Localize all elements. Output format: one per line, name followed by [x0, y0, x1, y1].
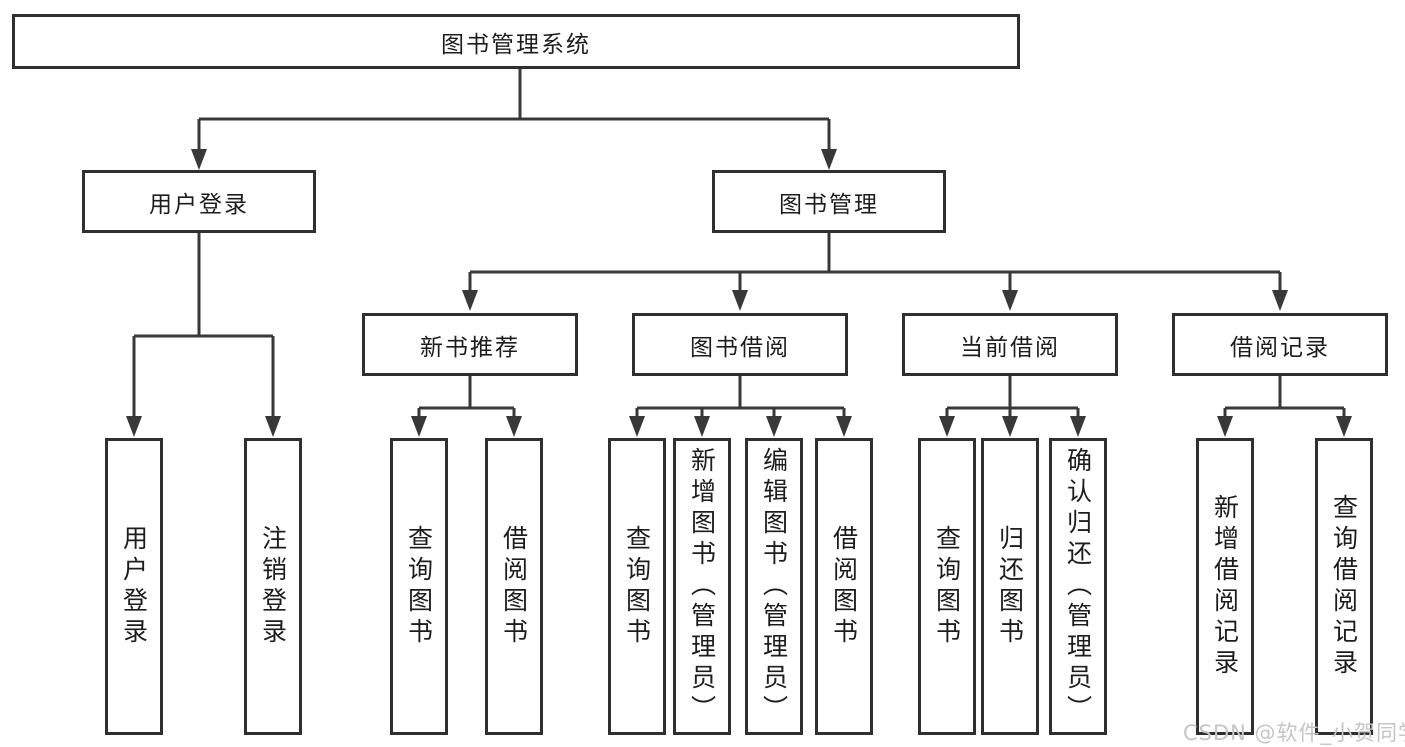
arrowhead-leaf-user-login — [126, 416, 142, 437]
node-leaf-confirm-return-admin-label: 确认归还（管理员） — [1063, 447, 1093, 726]
arrowhead-current-borrowing — [1002, 290, 1018, 311]
node-book-borrowing-label: 图书借阅 — [690, 334, 790, 361]
connector-book-management-children — [468, 233, 1282, 292]
arrowhead-leaf-add-books-admin — [694, 416, 710, 437]
node-leaf-add-borrow-record: 新增借阅记录 — [1196, 438, 1254, 735]
arrowhead-user-login — [191, 149, 207, 170]
arrowhead-leaf-add-borrow-record — [1217, 416, 1233, 437]
arrowhead-leaf-confirm-return-admin — [1070, 416, 1086, 437]
arrowhead-leaf-search-books-recommend — [411, 416, 427, 437]
node-leaf-search-books-borrowing: 查询图书 — [608, 438, 666, 735]
node-leaf-search-books-borrowing-label: 查询图书 — [622, 524, 652, 649]
node-current-borrowing: 当前借阅 — [902, 313, 1118, 376]
node-book-borrowing: 图书借阅 — [632, 313, 848, 376]
node-leaf-add-books-admin: 新增图书（管理员） — [673, 438, 731, 735]
arrowhead-new-book-recommendation — [462, 290, 478, 311]
node-leaf-add-borrow-record-label: 新增借阅记录 — [1210, 493, 1240, 680]
node-leaf-return-books: 归还图书 — [981, 438, 1039, 735]
node-leaf-borrow-books-recommend: 借阅图书 — [485, 438, 543, 735]
node-leaf-edit-books-admin-label: 编辑图书（管理员） — [759, 447, 789, 726]
node-book-management: 图书管理 — [712, 170, 946, 233]
arrowhead-borrowing-records — [1272, 290, 1288, 311]
arrowhead-book-management — [821, 149, 837, 170]
node-leaf-confirm-return-admin: 确认归还（管理员） — [1049, 438, 1107, 735]
connector-borrowing-records-children — [1223, 376, 1346, 418]
node-book-management-label: 图书管理 — [779, 191, 879, 218]
arrowhead-leaf-return-books — [1002, 416, 1018, 437]
node-leaf-logout: 注销登录 — [244, 438, 302, 735]
connector-new-book-recommendation-children — [417, 376, 516, 418]
node-leaf-user-login: 用户登录 — [105, 438, 163, 735]
connector-current-borrowing-children — [945, 376, 1080, 418]
node-user-login-label: 用户登录 — [149, 191, 249, 218]
node-leaf-borrow-books-recommend-label: 借阅图书 — [499, 524, 529, 649]
node-leaf-search-borrow-record: 查询借阅记录 — [1315, 438, 1373, 735]
node-leaf-add-books-admin-label: 新增图书（管理员） — [687, 447, 717, 726]
node-leaf-search-books-recommend: 查询图书 — [390, 438, 448, 735]
node-leaf-edit-books-admin: 编辑图书（管理员） — [745, 438, 803, 735]
node-leaf-search-books-current-label: 查询图书 — [932, 524, 962, 649]
node-new-book-recommendation-label: 新书推荐 — [420, 334, 520, 361]
arrowhead-leaf-search-borrow-record — [1336, 416, 1352, 437]
arrowhead-leaf-search-books-borrowing — [629, 416, 645, 437]
connector-user-login-children — [132, 233, 275, 418]
node-leaf-search-books-recommend-label: 查询图书 — [404, 524, 434, 649]
arrowhead-leaf-borrow-books-recommend — [506, 416, 522, 437]
connector-root-to-level2 — [197, 69, 831, 151]
node-current-borrowing-label: 当前借阅 — [960, 334, 1060, 361]
node-leaf-user-login-label: 用户登录 — [119, 524, 149, 649]
node-leaf-search-books-current: 查询图书 — [918, 438, 976, 735]
arrowhead-book-borrowing — [732, 290, 748, 311]
node-library-management-system-label: 图书管理系统 — [441, 31, 591, 58]
node-user-login: 用户登录 — [82, 170, 316, 233]
node-borrowing-records: 借阅记录 — [1172, 313, 1388, 376]
node-leaf-return-books-label: 归还图书 — [995, 524, 1025, 649]
node-leaf-borrow-books-borrowing-label: 借阅图书 — [829, 524, 859, 649]
node-library-management-system: 图书管理系统 — [12, 14, 1020, 69]
arrowhead-leaf-edit-books-admin — [766, 416, 782, 437]
arrowhead-leaf-search-books-current — [939, 416, 955, 437]
arrowhead-leaf-borrow-books-borrowing — [836, 416, 852, 437]
node-borrowing-records-label: 借阅记录 — [1230, 334, 1330, 361]
node-leaf-logout-label: 注销登录 — [258, 524, 288, 649]
arrowhead-leaf-logout — [265, 416, 281, 437]
node-leaf-search-borrow-record-label: 查询借阅记录 — [1329, 493, 1359, 680]
node-leaf-borrow-books-borrowing: 借阅图书 — [815, 438, 873, 735]
connector-book-borrowing-children — [635, 376, 846, 418]
node-new-book-recommendation: 新书推荐 — [362, 313, 578, 376]
